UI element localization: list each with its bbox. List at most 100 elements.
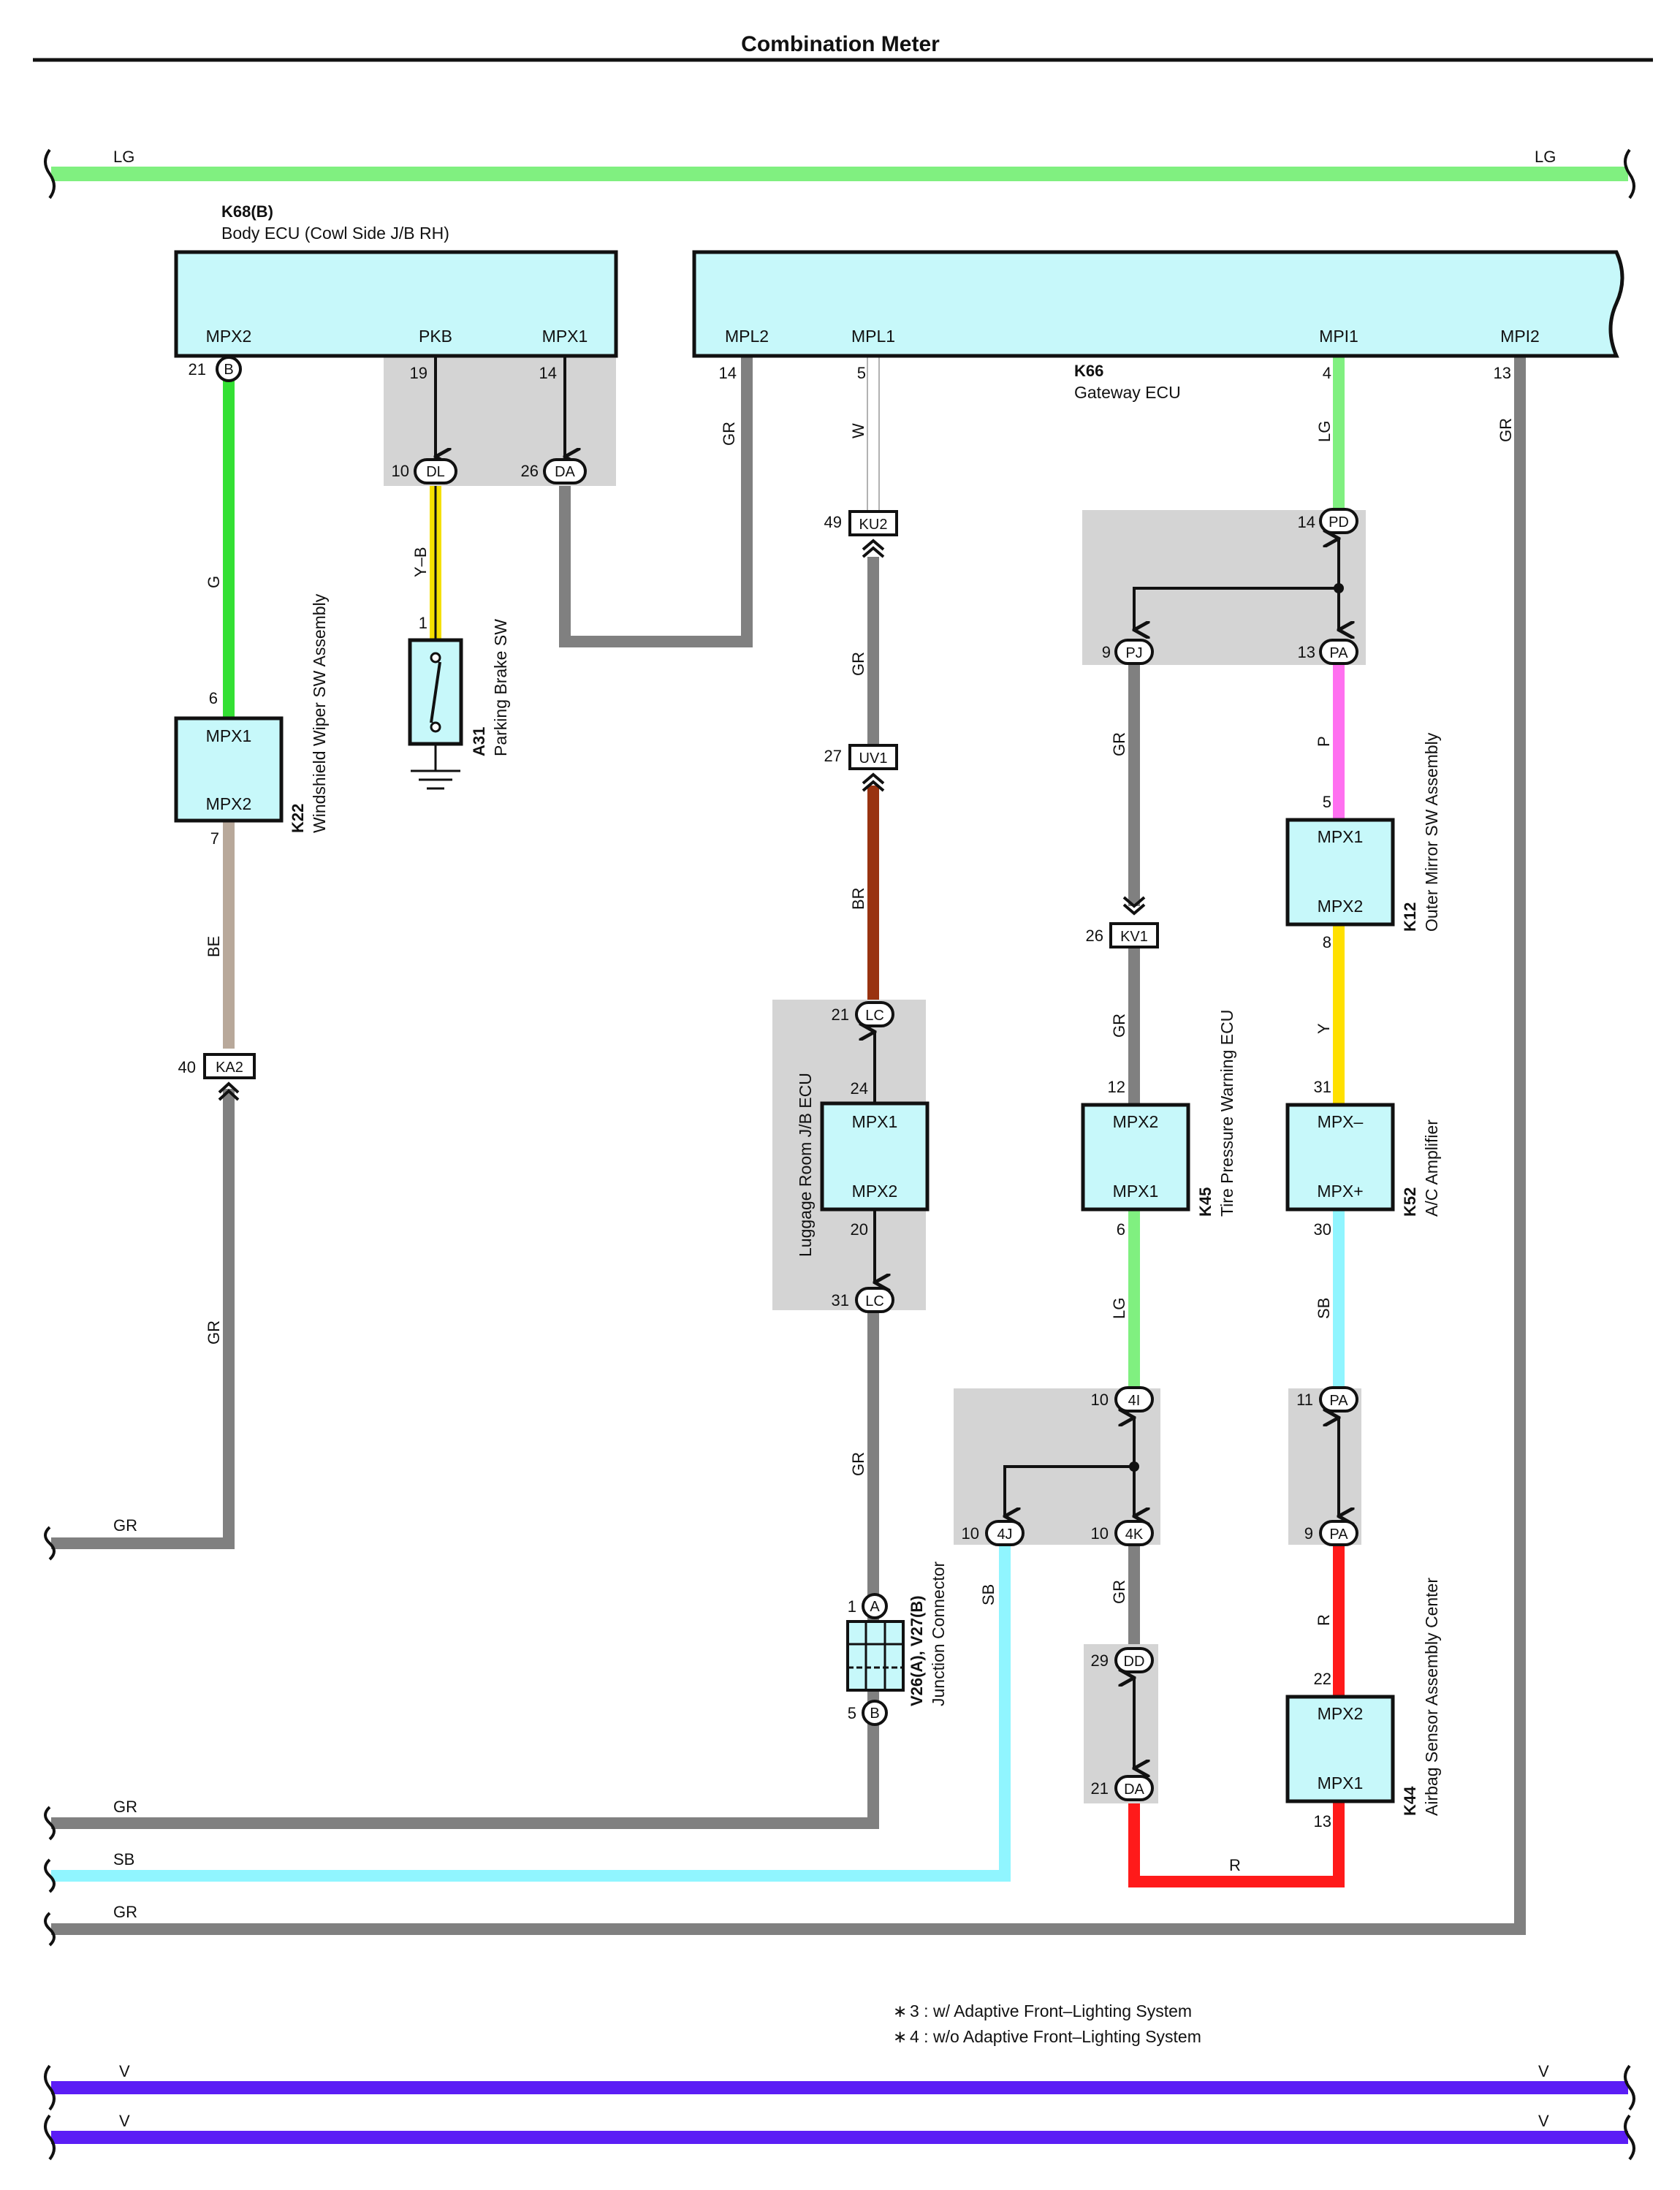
wire-label: GR <box>113 1516 137 1535</box>
component-name: Tire Pressure Warning ECU <box>1217 1010 1236 1217</box>
note-bullet: ∗ <box>893 2027 907 2046</box>
component-name: Gateway ECU <box>1074 383 1181 402</box>
conn-name: KU2 <box>859 517 888 533</box>
pin-number: 1 <box>419 614 427 632</box>
splice-dot <box>1334 583 1344 593</box>
wire-label: LG <box>1535 148 1556 166</box>
connector-label: B <box>870 1706 879 1722</box>
pin-label: MPX1 <box>1318 1773 1364 1792</box>
wire-label: SB <box>113 1850 134 1868</box>
airbag-box <box>1285 1695 1395 1803</box>
pin-number: 4 <box>1323 364 1331 382</box>
pin-number: 12 <box>1108 1078 1125 1096</box>
component-id: K45 <box>1196 1187 1215 1217</box>
connector-dl: 10 DL <box>392 458 457 484</box>
pin-label: MPX1 <box>1318 827 1364 846</box>
conn-name: DD <box>1124 1654 1145 1670</box>
connector-dd: 29 DD <box>1091 1647 1154 1673</box>
connector-4k: 10 4K <box>1091 1520 1154 1546</box>
conn-name: DA <box>555 464 575 480</box>
component-id: K68(B) <box>221 202 273 221</box>
conn-num: 10 <box>1091 1391 1109 1409</box>
conn-num: 26 <box>1086 927 1103 945</box>
connector-circle <box>216 356 242 382</box>
wire-label: BE <box>205 936 223 957</box>
wire-label: V <box>1538 2112 1549 2130</box>
pin-number: 7 <box>210 829 219 848</box>
conn-name: PA <box>1329 1526 1348 1543</box>
conn-num: 9 <box>1304 1524 1313 1543</box>
wire-label: GR <box>849 1452 867 1476</box>
switch-lever-icon <box>430 661 441 723</box>
conn-name: 4J <box>997 1526 1012 1543</box>
component-name: Windshield Wiper SW Assembly <box>310 593 329 833</box>
pin-number: 20 <box>851 1220 868 1239</box>
bus-break-icon <box>44 1526 56 1561</box>
connector-4j: 10 4J <box>962 1520 1025 1546</box>
wiper-sw-box <box>174 716 284 823</box>
splice-dot <box>1129 1461 1139 1472</box>
component-id: K44 <box>1401 1786 1419 1816</box>
pin-number: 14 <box>719 364 737 382</box>
connector-pa-a: 13 PA <box>1298 639 1358 665</box>
connector-4i: 10 4I <box>1091 1386 1154 1413</box>
wire-label: BR <box>849 887 867 910</box>
pin-number: 5 <box>857 364 866 382</box>
ac-amp-box <box>1285 1103 1395 1212</box>
conn-name: 4I <box>1128 1393 1141 1409</box>
wire-label: GR <box>720 422 738 446</box>
wire-label: GR <box>1110 1014 1128 1038</box>
conn-num: 49 <box>824 513 842 531</box>
pin-number: 5 <box>848 1704 856 1722</box>
wire-label: G <box>205 576 223 588</box>
wire-sb-4j <box>51 1543 1011 1882</box>
connector-ku2: 49 KU2 <box>824 510 898 558</box>
pin-number: 24 <box>851 1079 868 1098</box>
conn-num: 11 <box>1296 1391 1313 1409</box>
component-id: K52 <box>1401 1187 1419 1217</box>
wire-label: Y <box>1315 1023 1333 1034</box>
connector-pa-c: 9 PA <box>1304 1520 1358 1546</box>
connector-label: A <box>870 1599 880 1615</box>
conn-num: 21 <box>1091 1779 1109 1798</box>
component-id: K12 <box>1401 902 1419 932</box>
pin-number: 1 <box>848 1597 856 1616</box>
pin-label: MPX2 <box>1318 1704 1364 1723</box>
wire-label: SB <box>1315 1298 1333 1319</box>
chevron-up-icon <box>862 539 885 558</box>
conn-num: 10 <box>1091 1524 1109 1543</box>
page-title: Combination Meter <box>741 32 940 56</box>
bus-break-icon <box>44 2064 56 2111</box>
pin-number: 5 <box>1323 793 1331 811</box>
pin-number: 30 <box>1314 1220 1331 1239</box>
conn-num: 26 <box>521 462 539 480</box>
pin-label: MPX2 <box>852 1182 898 1201</box>
conn-name: PD <box>1329 514 1349 531</box>
pin-number: 13 <box>1314 1812 1331 1830</box>
pin-number: 6 <box>1117 1220 1125 1239</box>
connector-pd: 14 PD <box>1298 508 1358 534</box>
component-name: Outer Mirror SW Assembly <box>1422 732 1441 932</box>
connector-da-bot: 21 DA <box>1091 1775 1154 1801</box>
pin-label: MPI2 <box>1500 327 1540 346</box>
connector-pa-b: 11 PA <box>1296 1386 1358 1413</box>
pin-number: 22 <box>1314 1670 1331 1688</box>
component-name: Junction Connector <box>929 1561 948 1706</box>
pin-label: MPI1 <box>1319 327 1358 346</box>
arrow-branch <box>1005 1465 1134 1516</box>
conn-name: LC <box>865 1008 884 1024</box>
wire-gr-lc <box>51 1310 879 1829</box>
wire-label: V <box>1538 2062 1549 2080</box>
conn-name: DA <box>1124 1782 1144 1798</box>
conn-name: KV1 <box>1120 929 1148 945</box>
conn-name: DL <box>426 464 445 480</box>
wire-label: SB <box>979 1584 997 1605</box>
conn-name: UV1 <box>859 750 888 767</box>
wire-label: R <box>1315 1614 1333 1626</box>
component-name: Airbag Sensor Assembly Center <box>1422 1578 1441 1816</box>
conn-num: 14 <box>1298 513 1315 531</box>
pin-label: MPX– <box>1318 1112 1364 1131</box>
pin-number: 31 <box>1314 1078 1331 1096</box>
pin-label: MPX1 <box>1113 1182 1159 1201</box>
pin-label: MPX1 <box>542 327 588 346</box>
